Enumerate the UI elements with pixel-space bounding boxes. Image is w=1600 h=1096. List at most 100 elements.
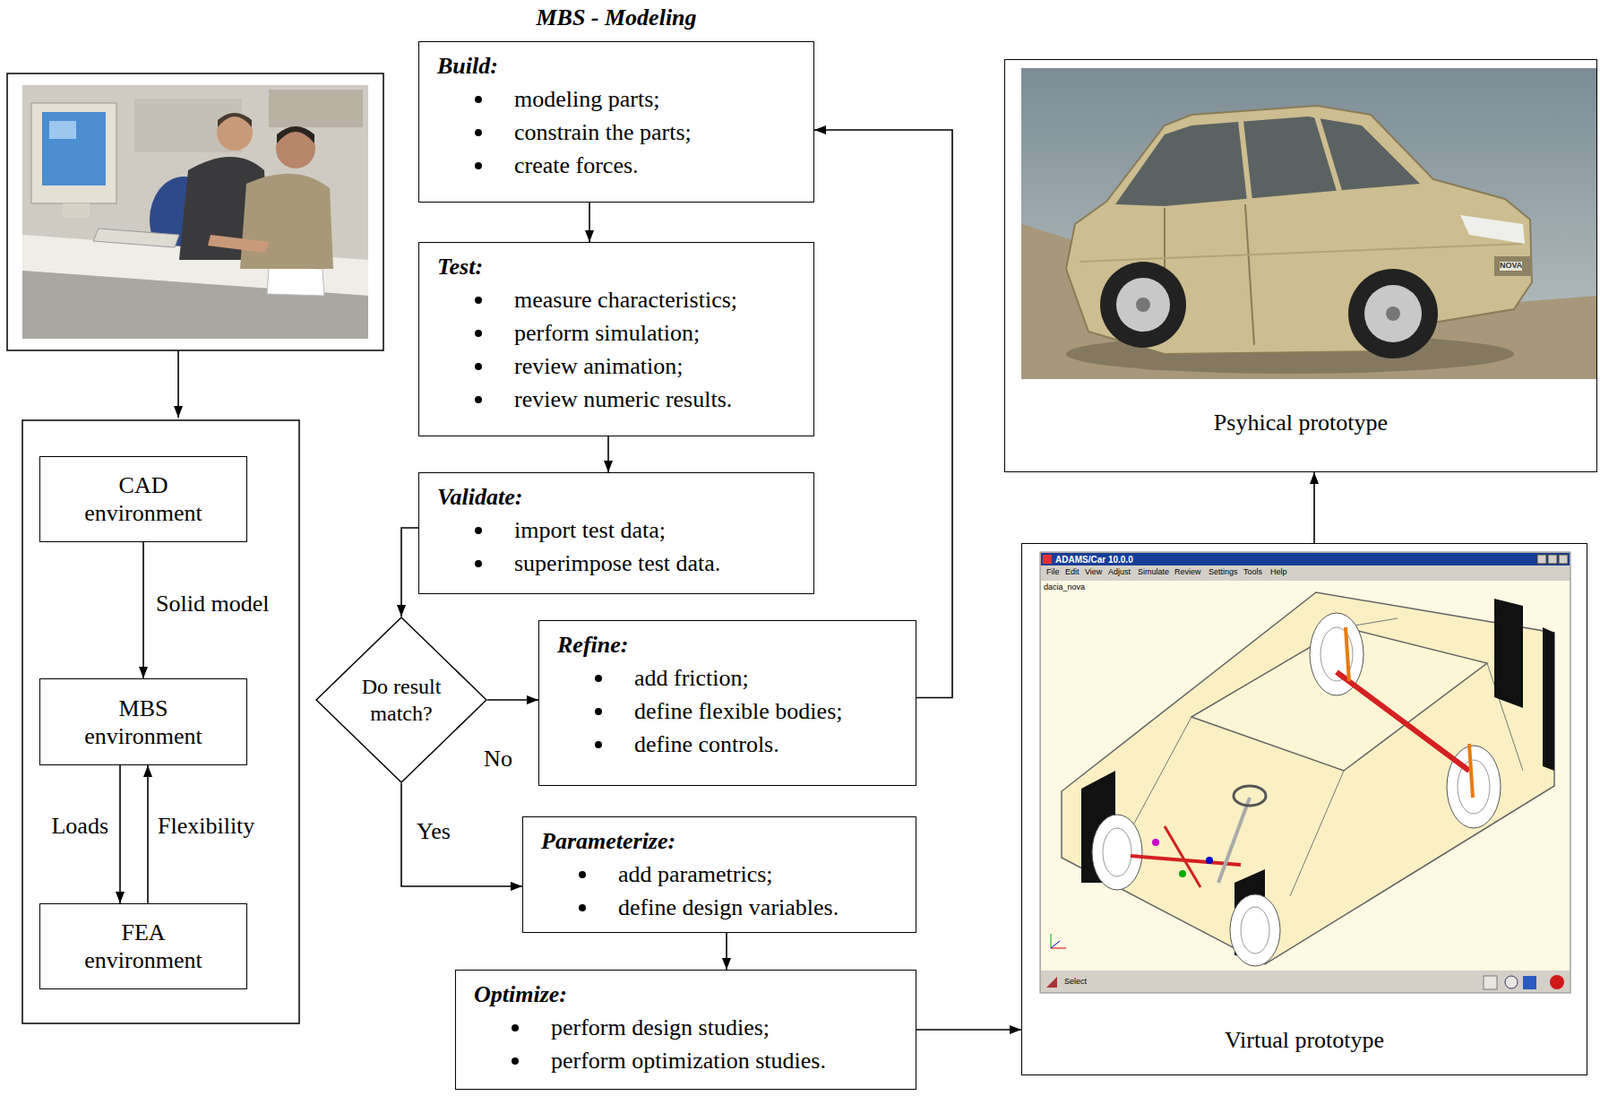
box-label: FEA environment [71,918,216,974]
bullet-item: review numeric results. [437,382,803,416]
edge-label: No [481,745,515,773]
process-box: Optimize:perform design studies;perform … [455,969,917,1090]
edge-label: Loads [49,812,111,840]
car-photo [1021,68,1598,379]
flow-arrow [1313,472,1316,543]
engineers-photo [240,173,334,269]
engineers-photo [276,126,315,144]
decision-diamond: Do result match? [315,616,488,783]
edge-label: Yes [414,817,453,845]
process-box: Build:modeling parts;constrain the parts… [418,41,815,203]
box-heading: Optimize: [473,977,905,1011]
engineers-photo [62,203,90,218]
box-label: MBS environment [71,694,216,750]
adams-screenshot [1483,975,1497,990]
car-photo [1245,204,1255,345]
process-box: Refine:add friction;define flexible bodi… [538,619,917,786]
menu-item: Tools [1243,567,1263,577]
engineers-photo [268,89,363,128]
adams-screenshot [1050,940,1060,948]
adams-screenshot [1345,627,1350,681]
adams-screenshot [1230,894,1281,966]
process-box: Test:measure characteristics;perform sim… [418,241,815,437]
car-photo [1115,116,1420,207]
diamond-outline [315,616,488,783]
engineers-photo [207,234,269,253]
process-box: Parameterize:add parametrics;define desi… [522,816,917,933]
bullet-item: perform simulation; [437,316,803,350]
engineers-photo [93,228,180,248]
box-heading: Refine: [557,627,905,662]
adams-screenshot [1102,827,1132,877]
menu-item: Edit [1065,567,1080,577]
adams-screenshot [1240,906,1270,954]
bullet-item: add parametrics; [541,857,905,891]
environment-panel [22,420,300,1024]
edge-label: Flexibility [155,812,257,840]
car-photo [1066,105,1532,354]
flow-arrow [607,436,610,473]
flow-arrow [146,765,149,904]
engineers-photo [42,111,106,186]
menu-item: Simulate [1137,567,1170,577]
adams-screenshot [1050,933,1052,948]
environment-box: MBS environment [39,678,248,766]
menu-item: Adjust [1108,567,1131,577]
adams-screenshot [1290,770,1344,896]
engineers-photo [22,85,369,339]
adams-screenshot [1040,971,1570,992]
adams-screenshot [1233,785,1266,806]
adams-screenshot [1494,598,1523,708]
adams-screenshot [1178,869,1187,878]
edge-label: Solid model [154,590,271,618]
menu-item: Help [1270,567,1288,577]
bullet-item: perform optimization studies. [473,1043,905,1077]
car-photo [1494,256,1532,276]
caption-text: Psyhical prototype [1213,405,1388,439]
process-box: Validate:import test data;superimpose te… [418,472,815,594]
menu-item: View [1084,567,1102,577]
bullet-item: measure characteristics; [437,283,803,317]
adams-screenshot [1042,554,1052,564]
flow-arrow [725,932,728,970]
flow-arrow [401,782,523,887]
box-heading: Test: [437,249,803,284]
flow-arrow [142,541,145,679]
caption-text: Virtual prototype [1224,1023,1385,1057]
flow-arrow [177,350,180,418]
flow-arrow [814,129,953,698]
engineers-photo [31,103,117,204]
bullet-item: define controls. [557,727,905,761]
diamond-outline [316,617,487,783]
flow-arrow [487,698,539,701]
box-heading: Parameterize: [541,824,905,858]
adams-screenshot [1537,554,1547,564]
adams-screenshot [1505,975,1518,989]
car-photo [1316,116,1340,191]
decision-text: Do result match? [347,672,456,727]
car-photo [1100,261,1187,348]
photo-frame [7,73,384,351]
menu-item: Review [1174,567,1202,577]
adams-screenshot [1522,975,1537,990]
adams-screenshot [1336,671,1470,771]
adams-screenshot [1469,743,1473,798]
adams-screenshot [1164,825,1201,887]
flow-arrow [401,527,419,617]
car-photo [1364,284,1422,343]
engineers-photo [22,85,369,339]
bullet-item: define design variables. [541,890,905,924]
connector-group [120,129,1315,1030]
car-photo [1079,243,1523,262]
adams-screenshot [1040,551,1571,993]
adams-screenshot [1040,566,1570,580]
menu-item: File [1046,567,1060,577]
adams-screenshot [1128,716,1192,834]
environment-box: FEA environment [39,903,248,990]
photo-frame [7,73,384,351]
bullet-item: import test data; [437,513,803,547]
engineers-photo [217,112,252,128]
car-photo [1460,215,1525,244]
engineers-photo [266,266,325,296]
bullet-item: add friction; [557,661,905,695]
